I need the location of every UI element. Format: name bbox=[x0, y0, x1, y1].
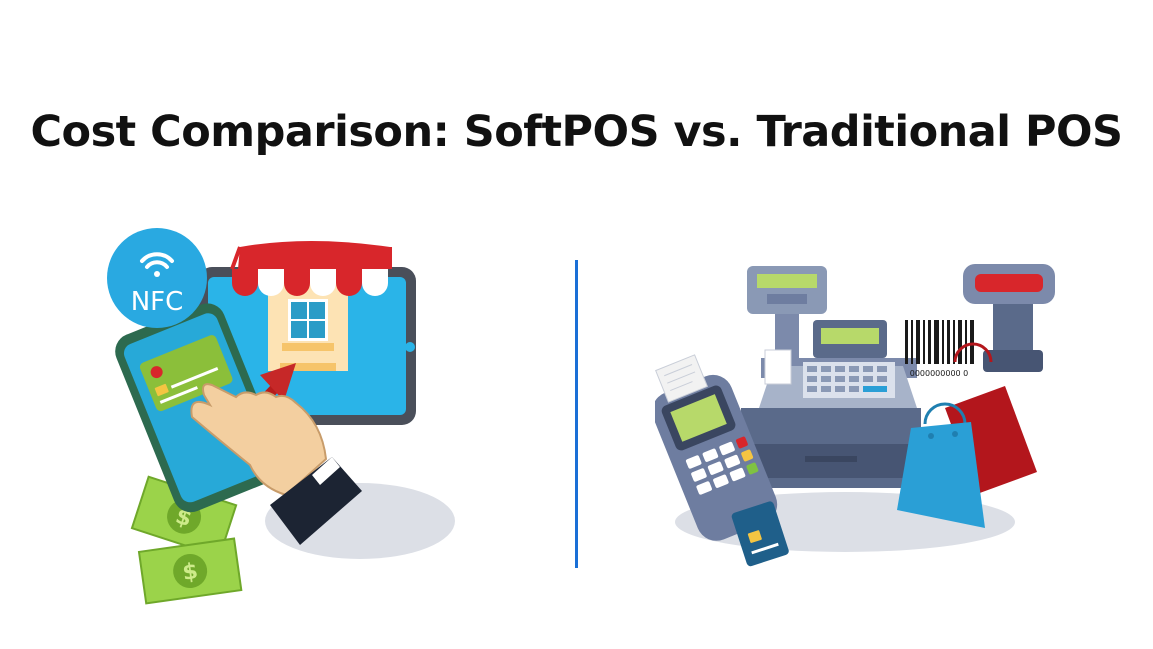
cash-register-icon bbox=[741, 320, 921, 488]
barcode-scanner-icon bbox=[963, 264, 1055, 372]
customer-display-icon bbox=[747, 266, 827, 366]
credit-card-icon bbox=[139, 335, 233, 412]
traditional-pos-illustration: 0000000000 0 bbox=[652, 258, 1055, 578]
svg-text:$: $ bbox=[181, 559, 200, 586]
shopping-bag-icon bbox=[897, 342, 1037, 528]
wifi-icon bbox=[140, 252, 174, 277]
card-terminal-icon bbox=[652, 354, 778, 541]
money-bill-icon: $ $ bbox=[130, 475, 243, 605]
credit-card-icon bbox=[731, 501, 789, 567]
section-divider bbox=[575, 260, 578, 568]
barcode-digits: 0000000000 0 bbox=[910, 369, 969, 378]
nfc-badge: NFC bbox=[107, 228, 207, 328]
page-title: Cost Comparison: SoftPOS vs. Traditional… bbox=[30, 106, 1123, 157]
hand-icon bbox=[190, 383, 362, 545]
softpos-illustration: $ $ bbox=[100, 225, 470, 605]
barcode-icon bbox=[905, 320, 974, 364]
storefront-icon bbox=[230, 241, 392, 371]
nfc-label: NFC bbox=[131, 287, 184, 317]
